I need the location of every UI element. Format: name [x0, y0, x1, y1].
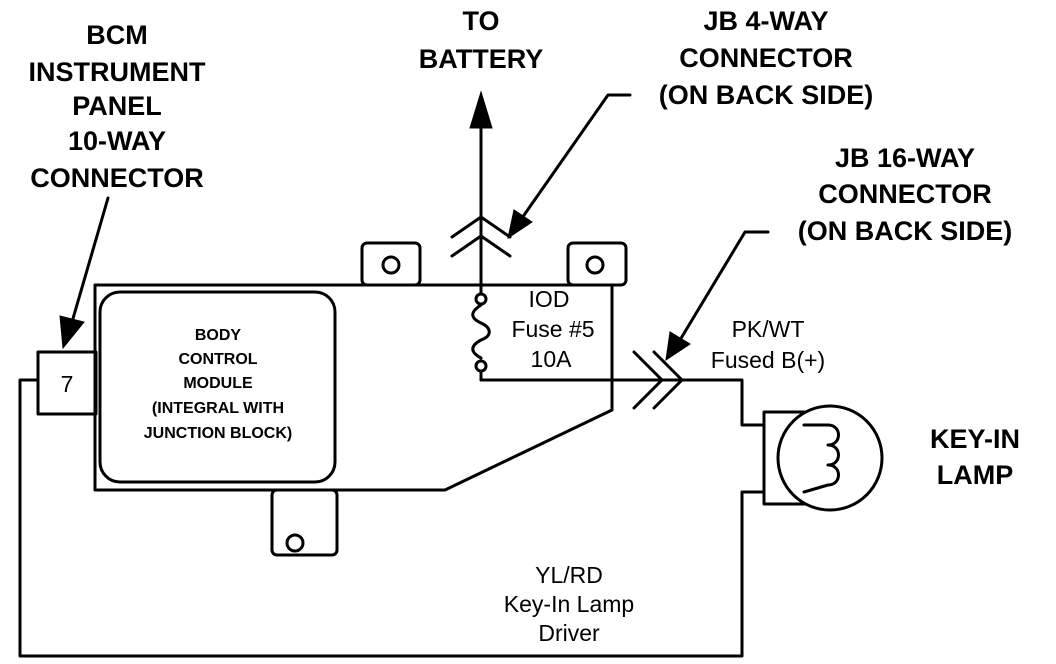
pk-wire-label-line-2: Fused B(+)	[711, 347, 825, 373]
yl-wire-label-line-2: Key-In Lamp	[504, 591, 634, 617]
pointer-arrowhead-bcm	[59, 315, 85, 350]
mount-hole-right	[585, 255, 605, 275]
mount-tab-right	[566, 241, 628, 287]
yl-wire-label-line-1: YL/RD	[535, 562, 603, 588]
battery-label-line-1: TO	[462, 6, 499, 36]
mount-hole-bottom	[285, 533, 305, 553]
bcm-label-line-2: INSTRUMENT	[29, 57, 206, 87]
jb16-label-line-3: (ON BACK SIDE)	[798, 216, 1013, 246]
pk-wire-label-line-1: PK/WT	[732, 316, 805, 342]
fuse-element	[471, 303, 491, 360]
fuse-terminal-top	[474, 292, 488, 306]
pk-wt-wire	[479, 378, 766, 427]
battery-arrowhead	[469, 90, 493, 129]
bcm-label-line-5: CONNECTOR	[30, 163, 204, 193]
pointer-line-bcm	[70, 196, 110, 324]
jb4-label-line-3: (ON BACK SIDE)	[659, 80, 874, 110]
mount-tab-left	[360, 241, 422, 287]
pointer-arrowhead-jb4	[507, 209, 533, 240]
jb16-label-line-2: CONNECTOR	[818, 179, 992, 209]
connector-pin-box	[36, 350, 98, 416]
lamp-bulb	[776, 404, 884, 512]
lamp-label-line-1: KEY-IN	[930, 424, 1020, 454]
lamp-filament	[802, 423, 840, 494]
bcm-body-line-1: BODY	[195, 327, 242, 344]
pointer-arrowhead-jb16	[665, 331, 691, 362]
yl-wire-label-line-3: Driver	[538, 620, 600, 646]
bcm-body-line-5: JUNCTION BLOCK)	[144, 425, 292, 442]
mount-tab-bottom	[270, 488, 339, 557]
bcm-label-line-4: 10-WAY	[68, 126, 166, 156]
bcm-body-line-2: CONTROL	[178, 351, 257, 368]
pointer-line-jb4	[520, 93, 632, 220]
bcm-label-line-1: BCM	[86, 20, 148, 50]
jb4-connector-chevron-2	[450, 234, 512, 258]
fuse-label-line-3: 10A	[531, 346, 573, 372]
connector-pin-number: 7	[61, 371, 74, 397]
bcm-body-line-4: (INTEGRAL WITH	[152, 400, 284, 417]
jb16-connector-chevron-1	[632, 350, 664, 410]
pointer-line-jb16	[678, 230, 770, 342]
mount-hole-left	[381, 255, 401, 275]
lamp-label-line-2: LAMP	[937, 460, 1014, 490]
bcm-body-line-3: MODULE	[183, 375, 253, 392]
jb16-label-line-1: JB 16-WAY	[835, 143, 975, 173]
junction-block-outline	[93, 283, 614, 492]
fuse-label-line-1: IOD	[529, 286, 570, 312]
bcm-module-box	[98, 290, 337, 484]
jb4-label-line-1: JB 4-WAY	[703, 6, 828, 36]
jb4-label-line-2: CONNECTOR	[679, 43, 853, 73]
fuse-label-line-2: Fuse #5	[511, 316, 594, 342]
jb4-connector-chevron-1	[450, 215, 512, 239]
fuse-terminal-bottom	[474, 359, 488, 373]
jb16-connector-chevron-2	[652, 350, 684, 410]
yl-rd-wire	[18, 378, 766, 658]
battery-label-line-2: BATTERY	[419, 44, 544, 74]
bcm-label-line-3: PANEL	[72, 91, 162, 121]
